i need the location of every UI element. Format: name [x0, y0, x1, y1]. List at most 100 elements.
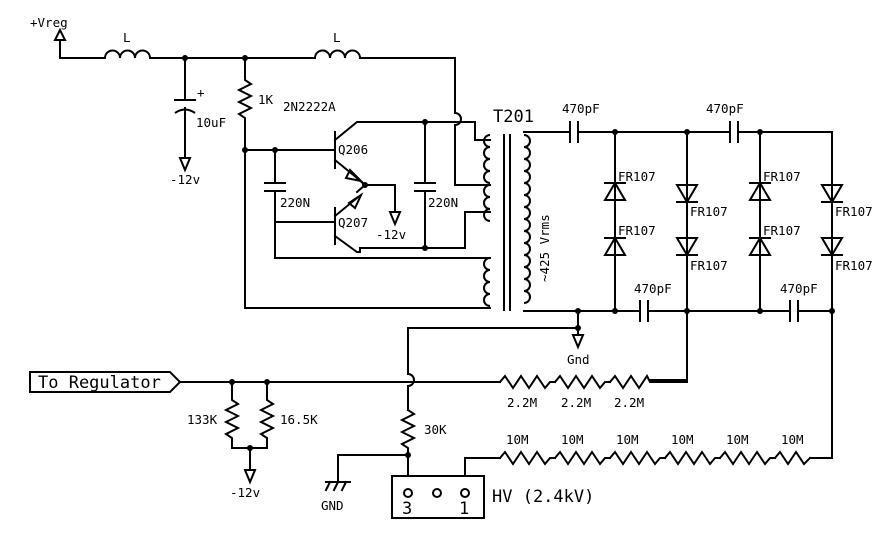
label-r-2m2-2: 2.2M — [561, 395, 591, 410]
diode-fr107-6 — [820, 184, 844, 204]
label-d2: FR107 — [690, 204, 728, 219]
label-r-10m-2: 10M — [561, 432, 584, 447]
label-r-10m-5: 10M — [726, 432, 749, 447]
mult-top-wire-2 — [737, 131, 833, 184]
gnd-wire — [407, 310, 579, 411]
transistor-q207 — [333, 192, 364, 253]
diode-fr107-1 — [603, 181, 627, 201]
label-cap-plus: + — [197, 85, 205, 100]
label-t201: T201 — [493, 107, 534, 127]
label-d7: FR107 — [763, 223, 801, 238]
label-to-regulator: To Regulator — [38, 373, 161, 393]
label-vreg: +Vreg — [30, 15, 68, 30]
ground-symbol-gnd — [571, 334, 585, 350]
label-r-10m-6: 10M — [781, 432, 804, 447]
inductor-l1 — [104, 49, 151, 59]
label-d8: FR107 — [835, 258, 873, 273]
label-d3: FR107 — [618, 223, 656, 238]
resistor-10m-6 — [773, 450, 812, 466]
resistor-133k — [223, 381, 268, 449]
resistor-10m-1 — [498, 450, 556, 466]
label-r-10m-3: 10M — [616, 432, 639, 447]
label-d1: FR107 — [618, 169, 656, 184]
l2-to-transformer-wire — [359, 57, 491, 186]
resistor-2-2m-3 — [608, 374, 688, 390]
label-gnd-bottom: GND — [321, 498, 344, 513]
label-cap-10uf: 10uF — [196, 115, 226, 130]
collector-wire — [359, 211, 491, 253]
label-r-133k: 133K — [187, 412, 218, 427]
feedback-wire — [274, 221, 491, 259]
label-vrms: ~425 Vrms — [537, 214, 552, 282]
label-gnd-mid: Gnd — [567, 352, 590, 367]
label-r-2m2-1: 2.2M — [507, 395, 537, 410]
label-r-2m2-3: 2.2M — [614, 395, 644, 410]
ground-symbol-neg12-left — [178, 147, 192, 173]
ground-symbol-neg12-bottom — [243, 469, 257, 485]
resistor-30k — [399, 408, 417, 477]
ground-symbol-neg12-mid — [388, 211, 402, 227]
capacitor-220n-right — [414, 121, 436, 249]
capacitor-220n-left — [264, 149, 336, 223]
label-inductor-2: L — [333, 30, 341, 45]
label-cap-220n-left: 220N — [280, 195, 310, 210]
label-cap-220n-right: 220N — [428, 195, 458, 210]
label-neg12-mid: -12v — [376, 227, 406, 242]
diode-fr107-8 — [820, 237, 844, 257]
label-pin-1: 1 — [459, 499, 469, 519]
label-r-10m-1: 10M — [506, 432, 529, 447]
label-c470-2: 470pF — [706, 101, 744, 116]
resistor-1k — [236, 57, 254, 151]
bias-wire — [244, 149, 491, 309]
junction-dot — [612, 308, 618, 314]
label-pin-3: 3 — [402, 499, 412, 519]
collector-q206-to-transformer — [424, 121, 491, 141]
label-r-16k5: 16.5K — [280, 412, 318, 427]
diode-fr107-3 — [603, 236, 627, 256]
label-r-10m-4: 10M — [671, 432, 694, 447]
label-q206: Q206 — [338, 142, 368, 157]
hv-connector — [391, 475, 485, 519]
label-neg12-bottom: -12v — [230, 485, 260, 500]
resistor-10m-5 — [718, 450, 776, 466]
chassis-ground-symbol — [324, 480, 351, 492]
label-d6: FR107 — [835, 204, 873, 219]
label-q207: Q207 — [338, 215, 368, 230]
resistor-10m-2 — [553, 450, 611, 466]
diode-fr107-7 — [748, 236, 772, 256]
label-d5: FR107 — [763, 169, 801, 184]
capacitor-470pf-2 — [729, 121, 739, 143]
diode-col4-wire — [809, 182, 833, 459]
capacitor-470pf-1 — [569, 121, 579, 143]
label-c470-1: 470pF — [562, 101, 600, 116]
inductor-l2 — [314, 49, 361, 59]
label-transistor-type: 2N2222A — [283, 99, 336, 114]
label-d4: FR107 — [690, 258, 728, 273]
label-neg12-left: -12v — [170, 172, 200, 187]
label-inductor-1: L — [123, 30, 131, 45]
label-hv: HV (2.4kV) — [492, 487, 594, 507]
resistor-2-2m-1 — [498, 374, 556, 390]
label-r-1k: 1K — [258, 92, 274, 107]
capacitor-470pf-4 — [789, 300, 799, 322]
label-c470-4: 470pF — [780, 281, 818, 296]
diode-fr107-2 — [675, 184, 699, 204]
hv-wire — [464, 457, 501, 477]
capacitor-10uf — [174, 57, 196, 149]
resistor-2-2m-2 — [553, 374, 611, 390]
diode-fr107-5 — [748, 181, 772, 201]
transformer-t201 — [483, 134, 531, 311]
capacitor-470pf-3 — [639, 300, 649, 322]
label-c470-3: 470pF — [634, 281, 672, 296]
diode-fr107-4 — [675, 237, 699, 257]
vreg-terminal — [53, 27, 106, 59]
resistor-10m-4 — [663, 450, 721, 466]
to-regulator-flag — [29, 371, 182, 393]
junction-dot — [362, 182, 368, 188]
resistor-10m-3 — [608, 450, 666, 466]
gnd-bottom-wire — [337, 454, 409, 483]
resistor-16-5k — [258, 381, 276, 449]
transistor-q206 — [333, 121, 426, 183]
label-r-30k: 30K — [424, 422, 447, 437]
